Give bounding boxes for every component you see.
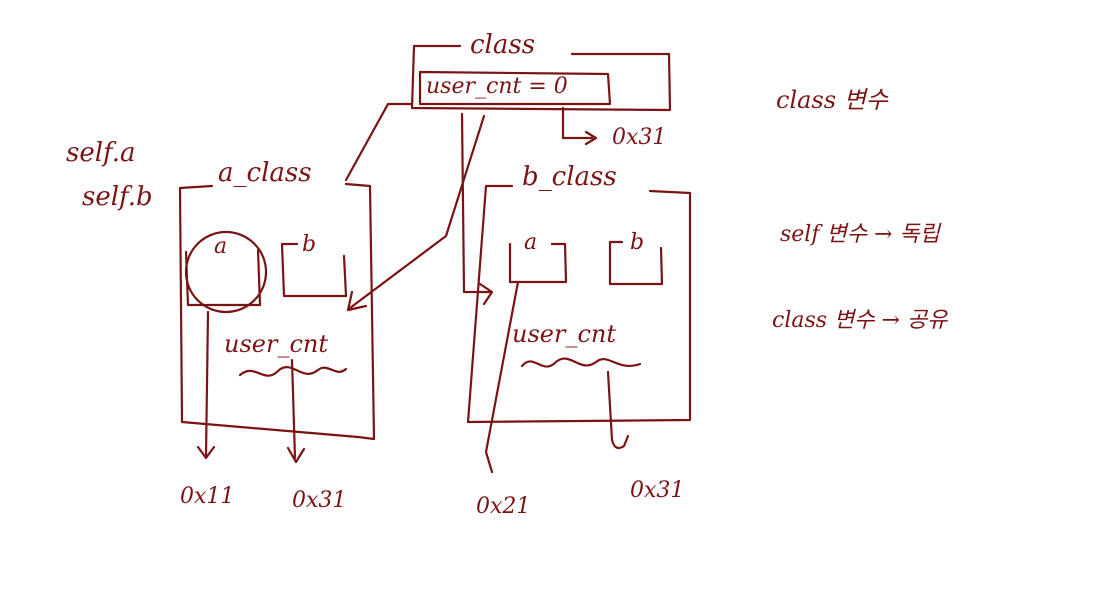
self-var-b: self.b <box>82 182 153 212</box>
user-cnt-a-address-arrow <box>286 358 306 464</box>
class-box-title: class <box>470 30 536 60</box>
a-class-box-outline <box>178 182 376 441</box>
self-var-a: self.a <box>66 138 136 168</box>
b-class-user-cnt: user_cnt <box>512 320 616 348</box>
note-class-rule: class 변수 → 공유 <box>772 308 948 333</box>
class-var-label: user_cnt = 0 <box>426 74 568 99</box>
a-class-address-a: 0x11 <box>180 484 235 509</box>
a-class-user-cnt: user_cnt <box>224 330 328 358</box>
class-ref-to-a-user-cnt <box>346 114 486 312</box>
class-address-arrow <box>561 106 598 146</box>
class-ref-to-a-class <box>344 102 414 182</box>
field-a-circle <box>184 230 268 314</box>
class-ref-to-b-user-cnt <box>460 112 494 306</box>
field-a-address-arrow <box>196 310 216 460</box>
a-class-field-b: b <box>302 232 317 257</box>
b-class-address-a: 0x21 <box>476 494 531 519</box>
b-class-field-b: b <box>630 230 645 255</box>
a-class-address-user-cnt: 0x31 <box>292 488 347 513</box>
user-cnt-b-address-arrow <box>606 370 630 450</box>
class-var-inner-box <box>418 70 612 106</box>
b-class-box-outline <box>466 184 692 424</box>
note-self-rule: self 변수 → 독립 <box>780 222 940 247</box>
b-class-title: b_class <box>522 162 617 192</box>
field-b-box-b <box>608 240 664 286</box>
user-cnt-underline-b <box>520 357 642 368</box>
user-cnt-underline-a <box>238 366 348 377</box>
field-b-box <box>280 242 348 298</box>
a-class-field-a: a <box>214 234 228 259</box>
class-var-address: 0x31 <box>612 125 667 150</box>
b-class-field-a: a <box>524 230 538 255</box>
b-class-address-user-cnt: 0x31 <box>630 478 685 503</box>
field-a-box-b <box>508 242 568 284</box>
a-class-title: a_class <box>218 158 312 188</box>
note-class-var: class 변수 <box>776 86 888 114</box>
field-a-b-address-arrow <box>484 280 520 474</box>
class-box-outline <box>410 44 672 112</box>
